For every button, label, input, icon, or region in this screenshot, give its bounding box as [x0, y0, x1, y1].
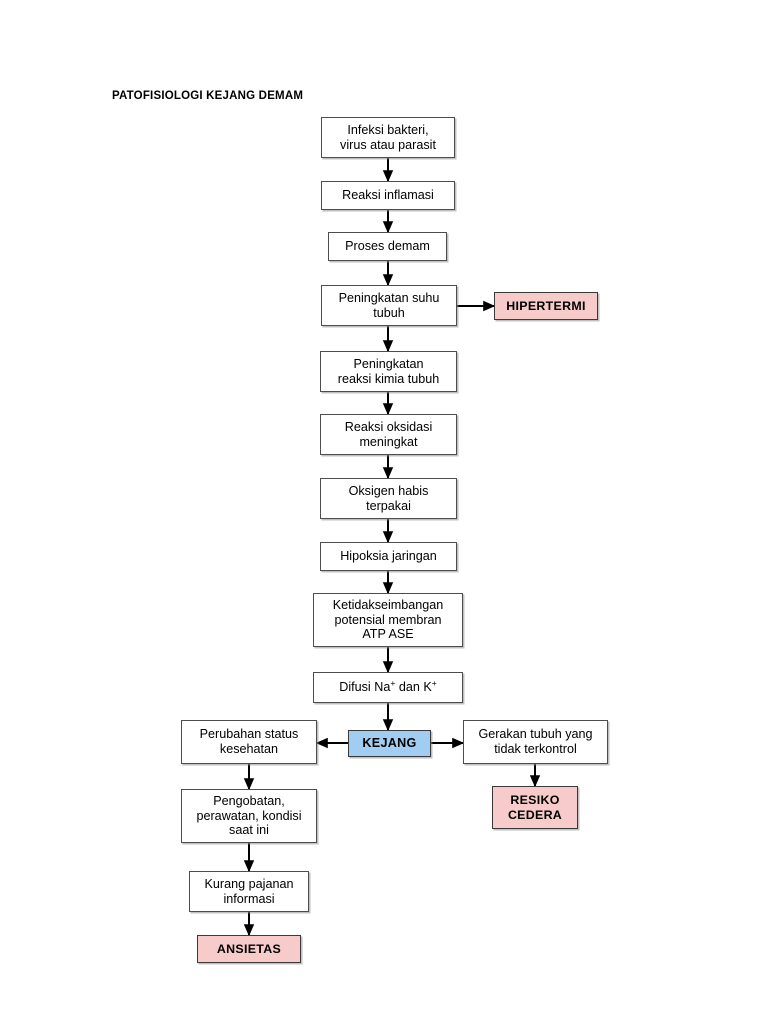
node-pengobatan-label: Pengobatan, perawatan, kondisi saat ini: [196, 793, 302, 838]
node-suhu-label: Peningkatan suhu tubuh: [338, 290, 440, 320]
node-perubahan: Perubahan status kesehatan: [181, 720, 317, 764]
node-oksidasi: Reaksi oksidasi meningkat: [320, 414, 457, 455]
node-infeksi: Infeksi bakteri, virus atau parasit: [321, 117, 455, 158]
node-gerakan-label: Gerakan tubuh yang tidak terkontrol: [478, 727, 593, 756]
node-resiko: RESIKO CEDERA: [492, 786, 578, 829]
node-kejang: KEJANG: [348, 730, 431, 757]
node-kejang-label: KEJANG: [362, 736, 417, 751]
node-resiko-label: RESIKO CEDERA: [507, 792, 563, 822]
page-title: PATOFISIOLOGI KEJANG DEMAM: [112, 90, 304, 102]
node-infeksi-label: Infeksi bakteri, virus atau parasit: [340, 122, 436, 152]
node-membran-label: Ketidakseimbangan potensial membran ATP …: [332, 597, 444, 642]
node-ansietas-label: ANSIETAS: [216, 941, 282, 956]
node-difusi: Difusi Na+ dan K+: [313, 672, 463, 703]
node-inflamasi-label: Reaksi inflamasi: [342, 188, 434, 203]
node-gerakan: Gerakan tubuh yang tidak terkontrol: [463, 720, 608, 764]
node-perubahan-label: Perubahan status kesehatan: [199, 727, 299, 756]
node-proses: Proses demam: [328, 232, 447, 261]
node-pengobatan: Pengobatan, perawatan, kondisi saat ini: [181, 789, 317, 843]
node-hipoksia: Hipoksia jaringan: [320, 542, 457, 571]
node-oksidasi-label: Reaksi oksidasi meningkat: [344, 419, 433, 449]
node-difusi-label: Difusi Na+ dan K+: [339, 677, 437, 695]
node-hipoksia-label: Hipoksia jaringan: [340, 549, 437, 564]
node-kurang: Kurang pajanan informasi: [189, 871, 309, 912]
node-kurang-label: Kurang pajanan informasi: [204, 876, 294, 906]
node-ansietas: ANSIETAS: [197, 935, 301, 963]
node-oksigen-label: Oksigen habis terpakai: [348, 483, 429, 513]
node-proses-label: Proses demam: [345, 239, 430, 254]
node-hipertermi: HIPERTERMI: [494, 292, 598, 320]
node-inflamasi: Reaksi inflamasi: [321, 181, 455, 210]
node-oksigen: Oksigen habis terpakai: [320, 478, 457, 519]
node-suhu: Peningkatan suhu tubuh: [321, 285, 457, 326]
node-kimia-label: Peningkatan reaksi kimia tubuh: [337, 356, 440, 386]
node-hipertermi-label: HIPERTERMI: [506, 298, 586, 313]
node-kimia: Peningkatan reaksi kimia tubuh: [320, 351, 457, 392]
node-membran: Ketidakseimbangan potensial membran ATP …: [313, 593, 463, 647]
